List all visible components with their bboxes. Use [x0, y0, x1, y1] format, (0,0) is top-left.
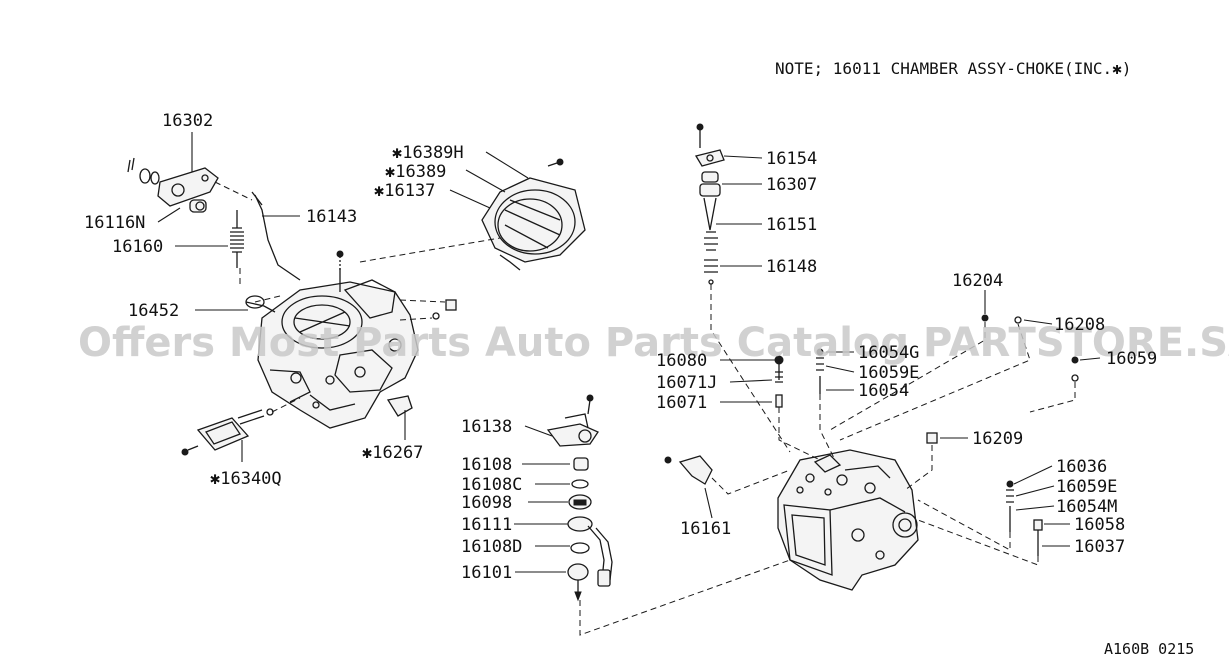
leader-lines [157, 132, 1101, 573]
callout-16340Q: ✱16340Q [210, 469, 282, 489]
callout-16101: 16101 [461, 563, 512, 583]
callout-16080: 16080 [656, 351, 707, 371]
power-valve-stack [694, 123, 791, 453]
callout-16059E-top: 16059E [858, 363, 919, 383]
gasket-16340Q [181, 408, 274, 456]
watermark: Offers Most Parts Auto Parts Catalog PAR… [78, 320, 1229, 366]
choke-cover [481, 158, 586, 271]
spring-16160 [230, 210, 244, 268]
callout-16111: 16111 [461, 515, 512, 535]
bolt [445, 299, 457, 311]
throttle-bore [281, 295, 363, 349]
callout-16059E-right: 16059E [1056, 477, 1117, 497]
note-text: NOTE; 16011 CHAMBER ASSY-CHOKE(INC.✱) [775, 59, 1131, 78]
callout-16071J: 16071J [656, 373, 717, 393]
callout-16267: ✱16267 [362, 443, 423, 463]
callout-16452: 16452 [128, 301, 179, 321]
rod-16143 [254, 194, 301, 281]
callout-16058: 16058 [1074, 515, 1125, 535]
part-16452 [245, 295, 276, 313]
callout-16389H: ✱16389H [392, 143, 464, 163]
callout-16108: 16108 [461, 455, 512, 475]
callout-16161: 16161 [680, 519, 731, 539]
choke-chamber-assembly [127, 157, 586, 456]
dashed-guides [711, 322, 1076, 566]
callout-16160: 16160 [112, 237, 163, 257]
pump-assembly [546, 394, 791, 636]
callout-16037: 16037 [1074, 537, 1125, 557]
carburetor-main-body [777, 449, 919, 591]
callout-16154: 16154 [766, 149, 817, 169]
callout-16059: 16059 [1106, 349, 1157, 369]
bracket-16267 [386, 395, 413, 417]
callout-16302: 16302 [162, 111, 213, 131]
callout-16307: 16307 [766, 175, 817, 195]
jets-group [664, 314, 1079, 556]
bracket-16302 [127, 157, 219, 213]
callout-16108C: 16108C [461, 475, 522, 495]
callout-16148: 16148 [766, 257, 817, 277]
callout-16138: 16138 [461, 417, 512, 437]
callout-16036: 16036 [1056, 457, 1107, 477]
callout-16054G: 16054G [858, 343, 919, 363]
callout-16143: 16143 [306, 207, 357, 227]
callout-16151: 16151 [766, 215, 817, 235]
callout-16054M: 16054M [1056, 497, 1117, 517]
callout-16389: ✱16389 [385, 162, 446, 182]
callout-16054: 16054 [858, 381, 909, 401]
callout-16116N: 16116N [84, 213, 145, 233]
callout-16098: 16098 [461, 493, 512, 513]
callout-16137: ✱16137 [374, 181, 435, 201]
callout-16209: 16209 [972, 429, 1023, 449]
diagram-code: A160B 0215 [1104, 640, 1194, 658]
callout-16071: 16071 [656, 393, 707, 413]
callout-16208: 16208 [1054, 315, 1105, 335]
callout-16108D: 16108D [461, 537, 522, 557]
callout-16204: 16204 [952, 271, 1003, 291]
